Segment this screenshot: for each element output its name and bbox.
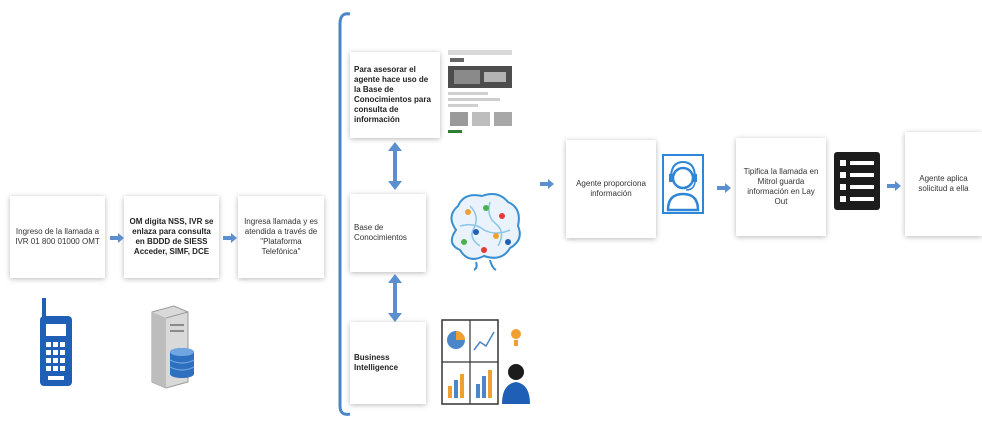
- checklist-icon: [834, 152, 880, 210]
- step-ivr-text: Ingreso de la llamada a IVR 01 800 01000…: [15, 227, 100, 246]
- database-server-icon: [151, 305, 195, 389]
- flow-arrow-5: [887, 181, 901, 191]
- group-bracket: [338, 12, 351, 416]
- business-intelligence-icon: [441, 319, 530, 405]
- cordless-phone-icon: [40, 298, 72, 386]
- agent-applies-request-box: Agente aplica solicitud a ella: [905, 132, 982, 236]
- knowledge-base-text: Base de Conocimientos: [354, 223, 407, 242]
- step-platform-box: Ingresa llamada y es atendida a través d…: [238, 196, 324, 278]
- knowledge-lookup-text: Para asesorar el agente hace uso de la B…: [354, 65, 431, 124]
- agent-provides-info-box: Agente proporciona información: [566, 140, 656, 238]
- flow-arrow-1: [110, 233, 124, 243]
- typify-call-box: Tipifica la llamada en Mitrol guarda inf…: [736, 138, 826, 236]
- double-arrow-1: [388, 142, 402, 190]
- business-intelligence-box: Business Intelligence: [350, 322, 426, 404]
- typify-call-text: Tipifica la llamada en Mitrol guarda inf…: [743, 167, 819, 206]
- step-nss-box: OM digita NSS, IVR se enlaza para consul…: [124, 196, 219, 278]
- business-intelligence-text: Business Intelligence: [354, 353, 399, 372]
- flow-arrow-2: [223, 233, 237, 243]
- call-agent-headset-icon: [662, 154, 704, 214]
- agent-applies-request-text: Agente aplica solicitud a ella: [918, 174, 969, 193]
- step-platform-text: Ingresa llamada y es atendida a través d…: [244, 217, 318, 256]
- step-nss-text: OM digita NSS, IVR se enlaza para consul…: [129, 217, 214, 256]
- brain-network-icon: [450, 193, 521, 271]
- knowledge-base-screenshot-icon: [446, 46, 516, 136]
- knowledge-base-box: Base de Conocimientos: [350, 194, 426, 272]
- flow-arrow-4: [717, 183, 731, 193]
- flow-arrow-3: [540, 179, 554, 189]
- agent-provides-info-text: Agente proporciona información: [576, 179, 646, 198]
- step-ivr-box: Ingreso de la llamada a IVR 01 800 01000…: [10, 196, 105, 278]
- knowledge-lookup-box: Para asesorar el agente hace uso de la B…: [350, 52, 440, 138]
- double-arrow-2: [388, 274, 402, 322]
